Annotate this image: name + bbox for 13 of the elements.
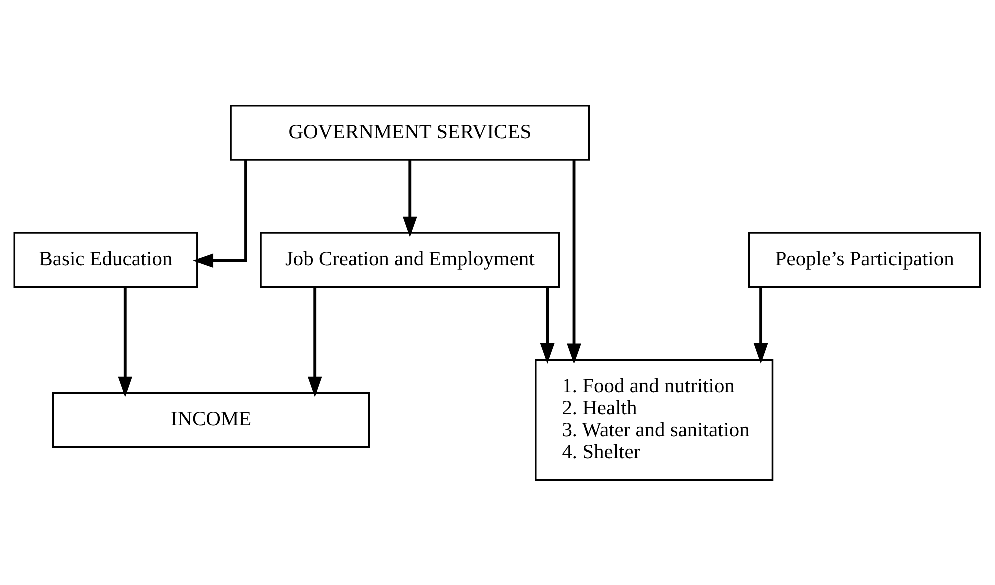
arrow <box>193 160 248 268</box>
arrow <box>540 286 555 364</box>
node-box: Basic Education <box>14 232 198 288</box>
arrow <box>402 160 418 237</box>
arrow <box>754 286 768 364</box>
arrow <box>118 286 133 397</box>
node-box: 1. Food and nutrition 2. Health 3. Water and sanitation 4. Shelter <box>535 358 774 481</box>
node-box: INCOME <box>52 392 370 448</box>
node-box: Job Creation and Employment <box>260 232 560 288</box>
arrow <box>308 286 322 397</box>
arrow <box>567 160 582 364</box>
node-box: GOVERNMENT SERVICES <box>230 104 590 160</box>
node-box: People’s Participation <box>748 232 982 288</box>
